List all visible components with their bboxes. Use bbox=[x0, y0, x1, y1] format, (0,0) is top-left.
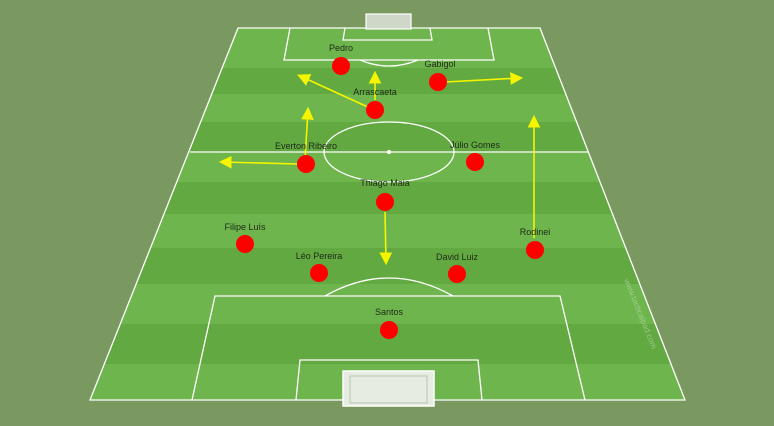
arrow-thiago-maia bbox=[379, 211, 393, 266]
player-name: Pedro bbox=[329, 43, 353, 53]
centre-circle bbox=[323, 121, 455, 183]
player-david-luiz[interactable]: David Luiz bbox=[436, 252, 479, 283]
player-name: Arrascaeta bbox=[353, 87, 397, 97]
players: Pedro Gabigol Arrascaeta Everton Ribeiro… bbox=[224, 43, 550, 339]
player-name: David Luiz bbox=[436, 252, 479, 262]
bottom-penalty-arc bbox=[324, 277, 454, 297]
player-marker bbox=[332, 57, 350, 75]
player-marker bbox=[297, 155, 315, 173]
centre-spot bbox=[386, 149, 392, 155]
pitch-markings bbox=[89, 27, 686, 401]
arrow-arrascaeta-left bbox=[297, 74, 371, 109]
bottom-goal-area bbox=[295, 359, 483, 401]
player-name: Gabigol bbox=[424, 59, 455, 69]
player-thiago-maia[interactable]: Thiago Maia bbox=[360, 178, 410, 211]
bottom-goal-inner bbox=[349, 375, 428, 404]
player-marker bbox=[236, 235, 254, 253]
player-name: Rodinei bbox=[520, 227, 551, 237]
player-arrascaeta[interactable]: Arrascaeta bbox=[353, 87, 397, 119]
player-santos[interactable]: Santos bbox=[375, 307, 404, 339]
player-everton-ribeiro[interactable]: Everton Ribeiro bbox=[275, 141, 337, 173]
player-rodinei[interactable]: Rodinei bbox=[520, 227, 551, 259]
pitch bbox=[90, 28, 685, 400]
player-marker bbox=[448, 265, 466, 283]
player-name: Everton Ribeiro bbox=[275, 141, 337, 151]
top-penalty-arc bbox=[359, 59, 419, 67]
player-marker bbox=[376, 193, 394, 211]
bottom-goal bbox=[342, 370, 435, 407]
movement-arrows bbox=[218, 70, 541, 266]
top-goal bbox=[365, 13, 412, 30]
player-julio-gomes[interactable]: Júlio Gomes bbox=[450, 140, 501, 171]
pitch-outline bbox=[89, 27, 686, 401]
arrow-gabigol bbox=[444, 72, 524, 85]
player-filipe-luis[interactable]: Filipe Luís bbox=[224, 222, 266, 253]
player-name: Léo Pereira bbox=[296, 251, 343, 261]
player-name: Júlio Gomes bbox=[450, 140, 501, 150]
player-marker bbox=[310, 264, 328, 282]
player-name: Thiago Maia bbox=[360, 178, 410, 188]
arrow-everton-ribeiro-left bbox=[218, 155, 299, 169]
player-pedro[interactable]: Pedro bbox=[329, 43, 353, 75]
player-marker bbox=[380, 321, 398, 339]
player-leo-pereira[interactable]: Léo Pereira bbox=[296, 251, 343, 282]
player-marker bbox=[526, 241, 544, 259]
arrow-everton-ribeiro-up bbox=[301, 106, 314, 161]
top-goal-area bbox=[342, 27, 433, 41]
player-marker bbox=[429, 73, 447, 91]
goals bbox=[342, 13, 435, 407]
player-name: Filipe Luís bbox=[224, 222, 266, 232]
player-marker bbox=[466, 153, 484, 171]
bottom-penalty-area bbox=[191, 295, 586, 401]
top-penalty-area bbox=[283, 27, 495, 61]
player-marker bbox=[366, 101, 384, 119]
player-gabigol[interactable]: Gabigol bbox=[424, 59, 456, 91]
player-name: Santos bbox=[375, 307, 404, 317]
